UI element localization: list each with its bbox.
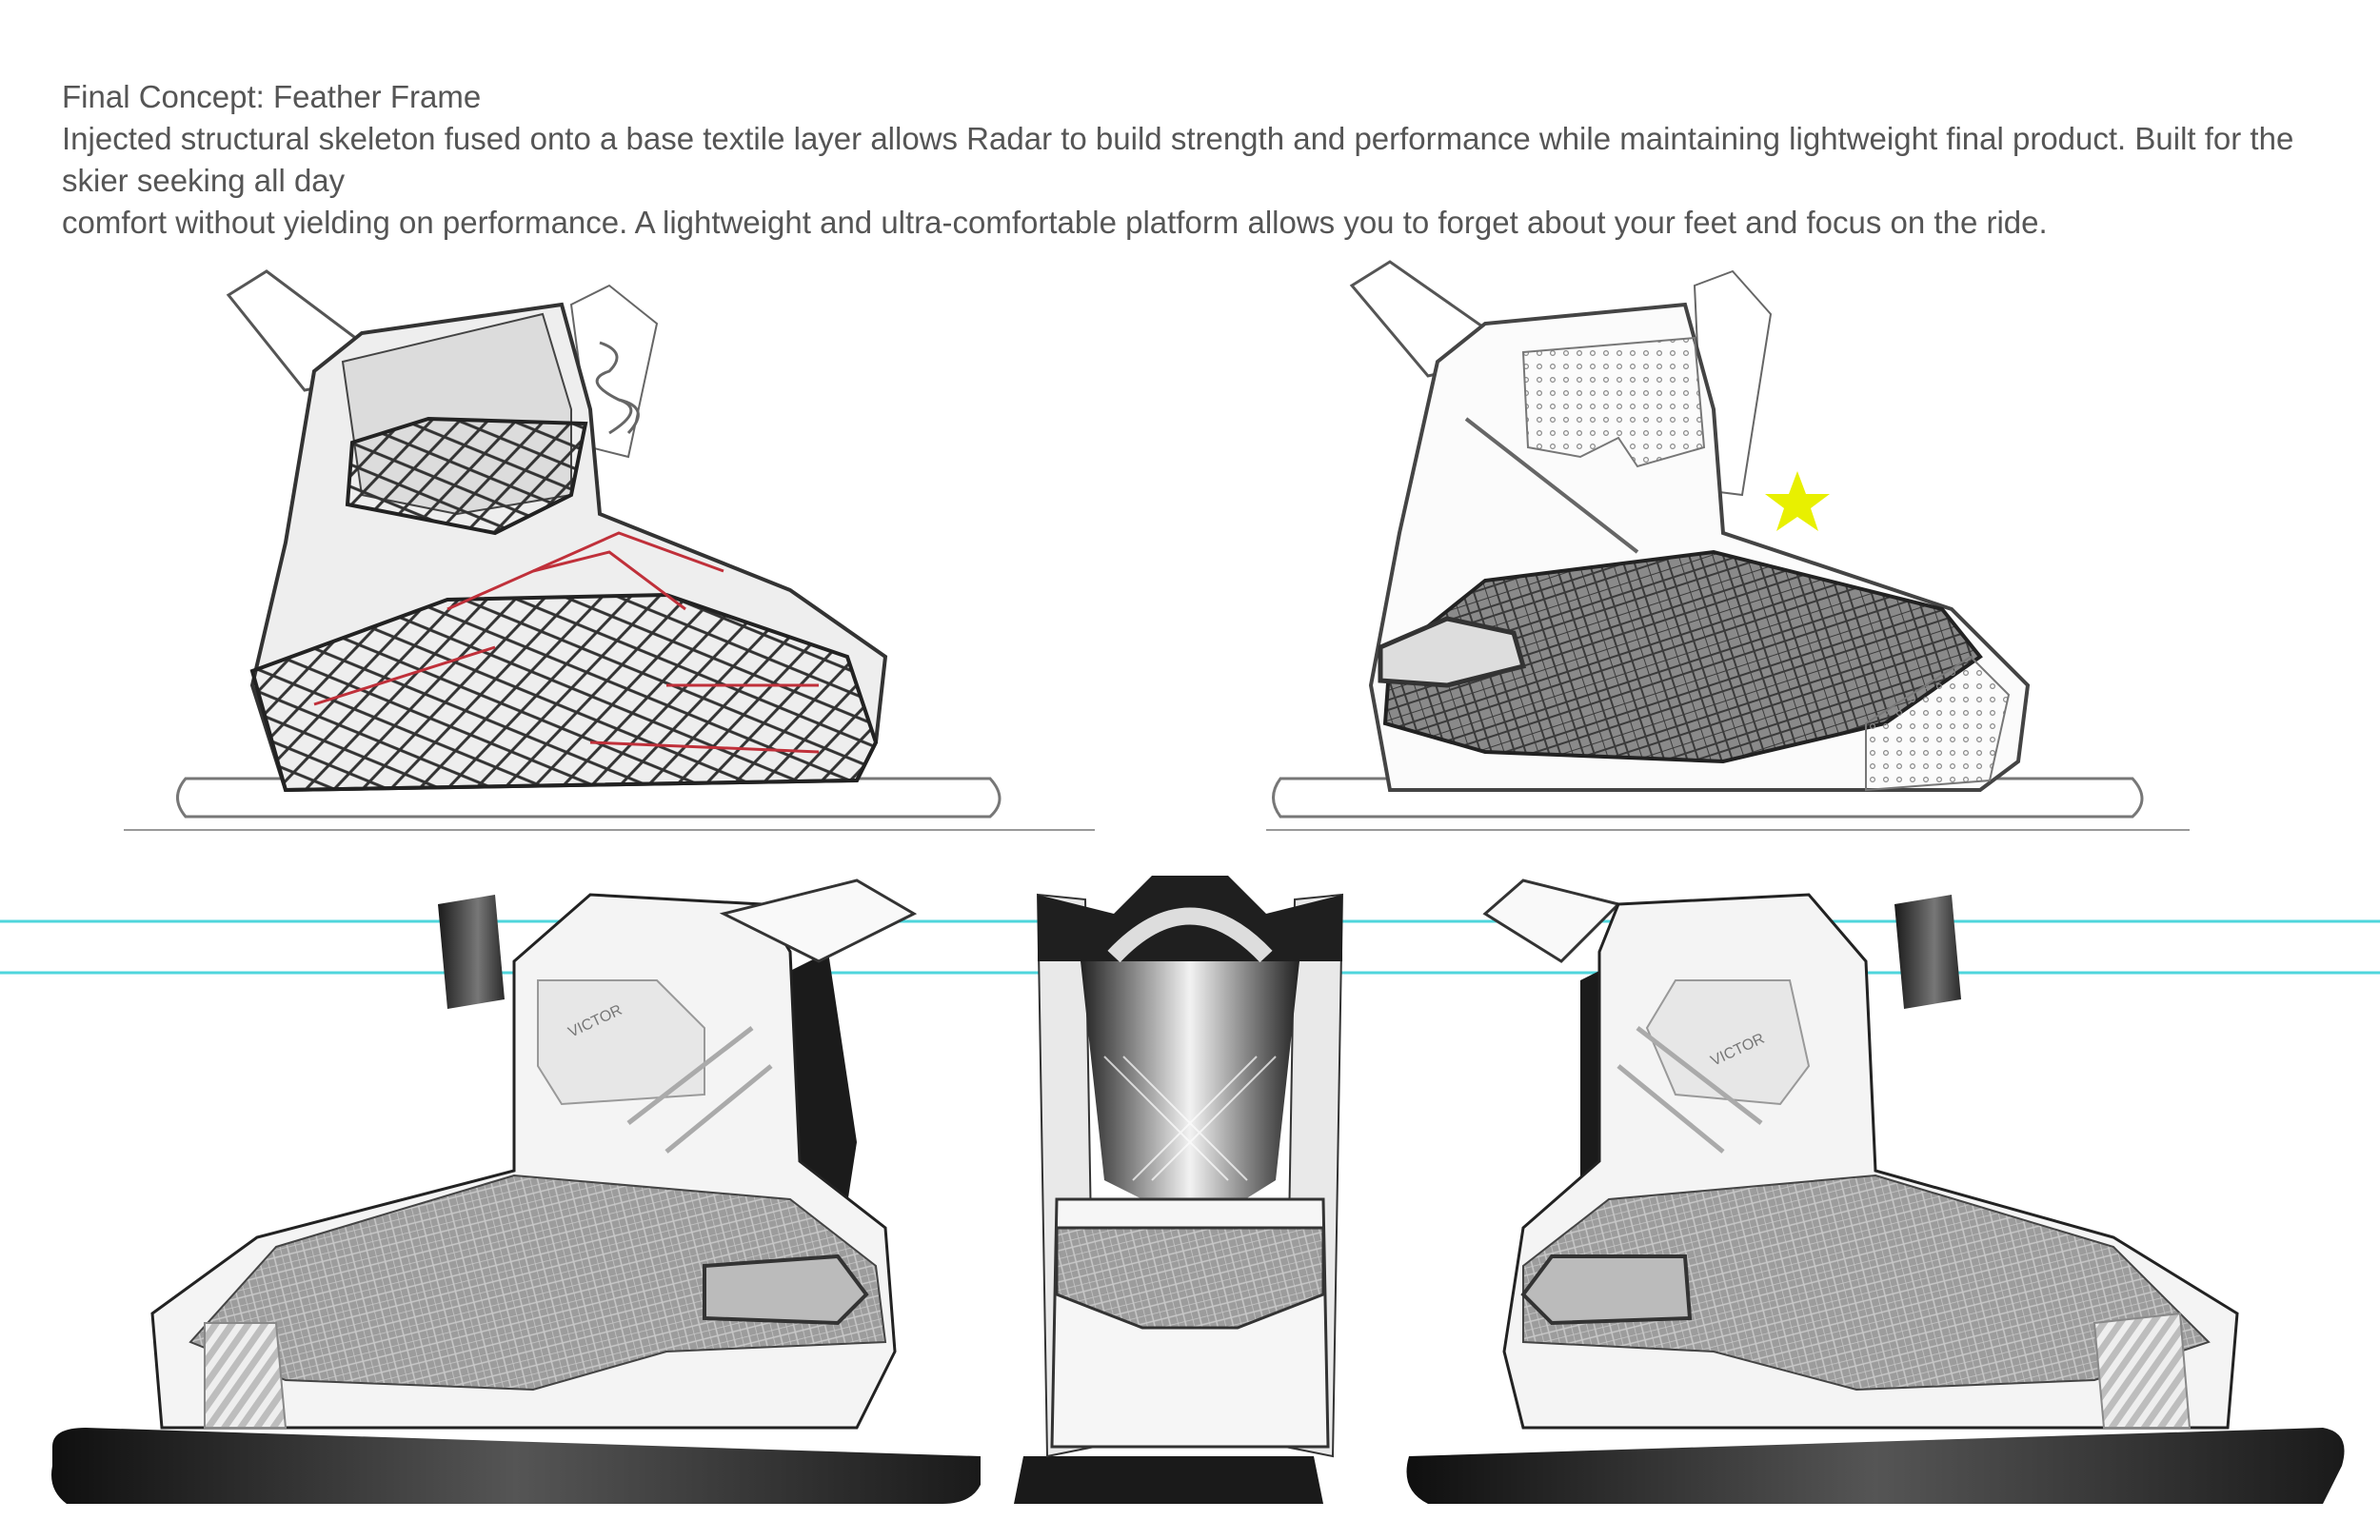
star-icon <box>1765 471 1830 531</box>
concept-title: Final Concept: Feather Frame <box>62 79 482 114</box>
sketch-1-boot <box>124 269 1095 831</box>
sketch-2-boot <box>1266 260 2190 831</box>
header: Final Concept: Feather Frame Injected st… <box>62 76 2347 244</box>
render-left-side: VICTOR <box>51 879 981 1504</box>
render-right-side: VICTOR <box>1406 879 2345 1504</box>
concept-description-line-1: Injected structural skeleton fused onto … <box>62 121 2294 198</box>
concept-description-line-2: comfort without yielding on performance.… <box>62 205 2048 240</box>
render-front <box>1014 876 1344 1504</box>
